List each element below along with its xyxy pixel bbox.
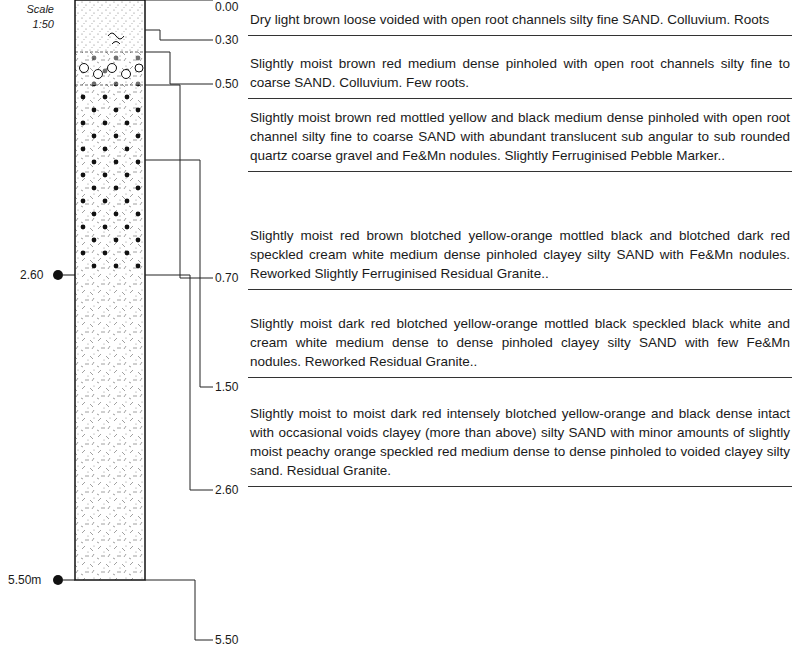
depth-label: 5.50: [215, 633, 238, 647]
stratum-description: Slightly moist to moist dark red intense…: [250, 404, 790, 480]
stratum-description: Slightly moist dark red blotched yellow-…: [250, 314, 790, 371]
stratum-band: Slightly moist dark red blotched yellow-…: [248, 310, 792, 378]
stratum-band: Slightly moist brown red medium dense pi…: [248, 50, 792, 99]
depth-leaders: [145, 0, 213, 640]
stratum-band: Dry light brown loose voided with open r…: [248, 6, 792, 36]
depth-label: 2.60: [215, 483, 238, 497]
depth-label: 0.30: [215, 33, 238, 47]
sample-depth: 2.60: [20, 268, 43, 282]
depth-label: 1.50: [215, 380, 238, 394]
stratum-description: Slightly moist brown red medium dense pi…: [250, 54, 790, 92]
sample-depth: 5.50m: [8, 573, 41, 587]
stratum-description: Slightly moist brown red mottled yellow …: [250, 108, 790, 165]
stratum-band: Slightly moist red brown blotched yellow…: [248, 222, 792, 290]
depth-label: 0.70: [215, 271, 238, 285]
stratum-band: Slightly moist brown red mottled yellow …: [248, 104, 792, 172]
depth-label: 0.00: [215, 0, 238, 14]
stratum-band: Slightly moist to moist dark red intense…: [248, 400, 792, 487]
log-column: [75, 0, 145, 580]
sample-markers: [53, 270, 75, 585]
depth-label: 0.50: [215, 77, 238, 91]
stratum-description: Slightly moist red brown blotched yellow…: [250, 226, 790, 283]
scale-label: Scale 1:50: [14, 2, 54, 32]
stratum-description: Dry light brown loose voided with open r…: [250, 10, 790, 29]
